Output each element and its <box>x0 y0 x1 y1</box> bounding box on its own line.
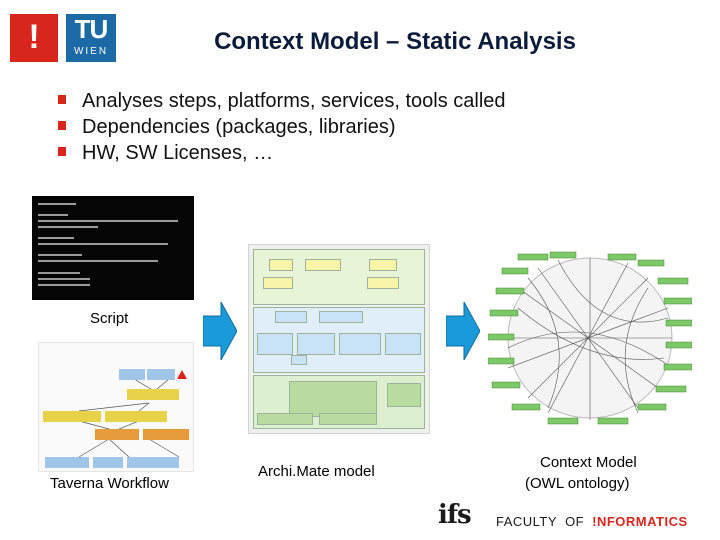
archimate-element <box>263 277 293 289</box>
right-arrow-icon <box>203 302 237 360</box>
archimate-element <box>339 333 381 355</box>
workflow-connectors <box>78 378 180 458</box>
bullet-item: Analyses steps, platforms, services, too… <box>58 88 506 114</box>
archimate-element <box>257 413 313 425</box>
faculty-of-informatics-logo: FACULTY OF !NFORMATICS <box>496 514 688 529</box>
logo-tu-text: TU <box>74 14 109 44</box>
logo-wien-text: WIEN <box>73 46 109 57</box>
archimate-element <box>291 355 307 365</box>
workflow-output-temperature <box>127 457 179 468</box>
bullet-marker-icon <box>58 147 66 156</box>
archimate-element <box>305 259 341 271</box>
slide-title: Context Model – Static Analysis <box>214 28 576 55</box>
university-logo-exclamation: ! <box>10 14 58 62</box>
workflow-output-location <box>93 457 123 468</box>
archimate-element <box>297 333 335 355</box>
archimate-element <box>367 277 399 289</box>
warning-icon <box>177 370 187 379</box>
script-label: Script <box>90 310 129 327</box>
archimate-element <box>257 333 293 355</box>
workflow-input-time <box>119 369 145 380</box>
logo-exclamation-text: ! <box>28 18 40 56</box>
script-screenshot <box>32 196 194 300</box>
workflow-step-visualize <box>143 429 189 440</box>
archimate-model-diagram <box>248 244 430 434</box>
right-arrow-icon <box>446 302 480 360</box>
bullet-marker-icon <box>58 95 66 104</box>
ifs-logo-text: ifs <box>438 500 472 530</box>
workflow-step-make-decision <box>95 429 139 440</box>
context-model-sublabel: (OWL ontology) <box>525 475 630 492</box>
owl-ontology-graph <box>488 251 692 425</box>
archimate-element <box>369 259 397 271</box>
context-model-label: Context Model <box>540 454 637 471</box>
workflow-step-extract-weather-type <box>43 411 101 422</box>
ifs-logo: ifs <box>438 500 478 538</box>
workflow-step-extract-temperature <box>105 411 167 422</box>
informatics-text: !NFORMATICS <box>592 514 688 529</box>
archimate-element <box>319 413 377 425</box>
archimate-element <box>269 259 293 271</box>
archimate-node <box>289 381 377 417</box>
faculty-text: FACULTY <box>496 514 558 529</box>
tu-wien-logo: TU WIEN <box>66 14 116 62</box>
workflow-step-getweatherdata <box>127 389 179 400</box>
archimate-element <box>385 333 421 355</box>
archimate-element <box>387 383 421 407</box>
taverna-workflow-diagram <box>38 342 194 472</box>
workflow-output-weather-type <box>45 457 89 468</box>
taverna-label: Taverna Workflow <box>50 475 169 492</box>
bullet-list: Analyses steps, platforms, services, too… <box>58 88 506 166</box>
archimate-label: Archi.Mate model <box>258 463 375 480</box>
of-text: OF <box>565 514 585 529</box>
archimate-element <box>319 311 363 323</box>
workflow-input-location <box>147 369 175 380</box>
bullet-item: HW, SW Licenses, … <box>58 140 506 166</box>
archimate-element <box>275 311 307 323</box>
bullet-marker-icon <box>58 121 66 130</box>
bullet-item: Dependencies (packages, libraries) <box>58 114 506 140</box>
